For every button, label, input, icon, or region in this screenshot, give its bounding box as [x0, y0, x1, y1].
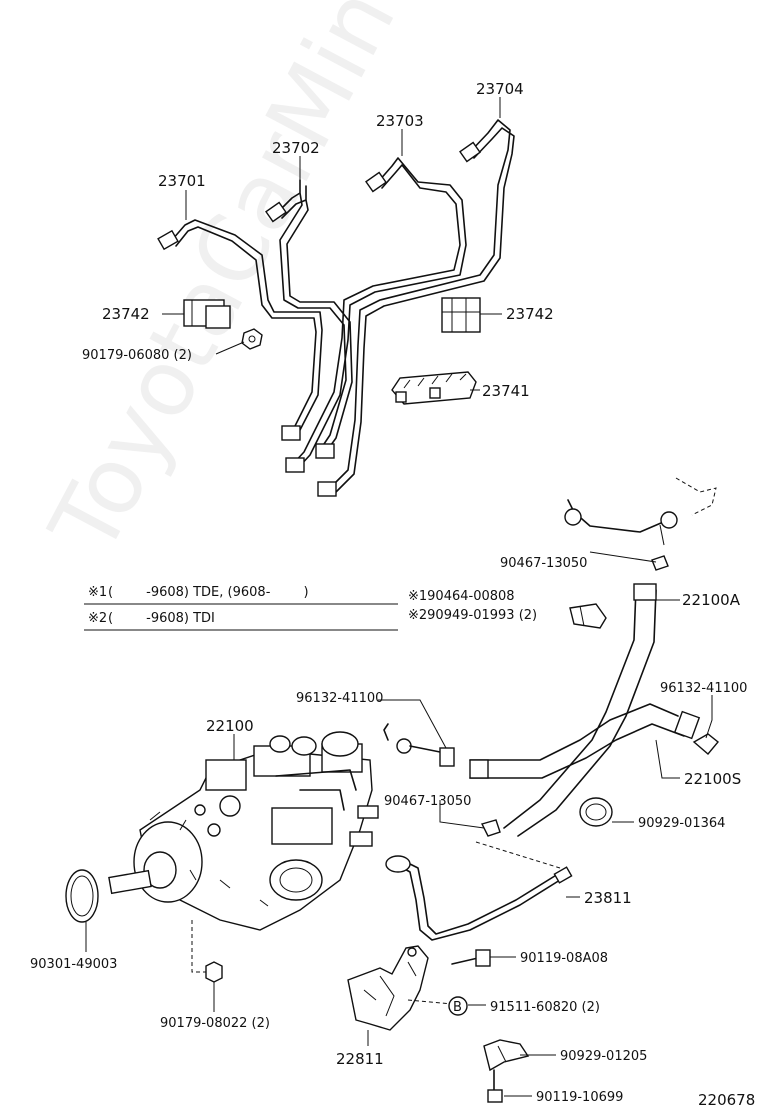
label-90119-10699[interactable]: 90119-10699	[536, 1090, 623, 1105]
label-96132-41100-right[interactable]: 96132-41100	[660, 681, 747, 696]
hose-22100S[interactable]	[469, 703, 701, 779]
sensor-90929-01205[interactable]	[483, 1039, 530, 1072]
note-1-mark: ※1	[88, 585, 107, 600]
clamp-23741[interactable]	[391, 371, 477, 405]
label-90179-08022[interactable]: 90179-08022 (2)	[160, 1016, 270, 1031]
label-90949-01993[interactable]: ※290949-01993 (2)	[408, 608, 537, 623]
label-23702[interactable]: 23702	[272, 139, 320, 157]
assembly-line-bracket	[407, 999, 453, 1005]
union-bolt-right[interactable]	[692, 733, 719, 755]
injection-pipe-23703[interactable]	[285, 157, 467, 473]
notes-block: ※1 ( -9608) TDE, (9608- ) ※2 ( -9608) TD…	[84, 585, 398, 631]
clamp-23742-left[interactable]	[183, 299, 231, 329]
label-22100[interactable]: 22100	[206, 717, 254, 735]
bolt-90119-08A08[interactable]	[451, 949, 491, 967]
clip-90949-01993[interactable]	[569, 603, 607, 629]
nut-90179-06080[interactable]	[241, 328, 263, 350]
label-23811[interactable]: 23811	[584, 889, 632, 907]
label-90179-06080[interactable]: 90179-06080 (2)	[82, 348, 192, 363]
label-90119-08A08[interactable]: 90119-08A08	[520, 951, 608, 966]
injection-pipe-23701[interactable]	[157, 219, 323, 441]
circle-b-marker	[448, 996, 468, 1016]
clip-90467-13050-mid[interactable]	[480, 819, 501, 837]
bolt-90119-10699[interactable]	[487, 1069, 503, 1103]
label-23704[interactable]: 23704	[476, 80, 524, 98]
union-bolt-left[interactable]	[383, 723, 455, 767]
note-1-text: ( -9608) TDE, (9608- )	[108, 585, 309, 600]
label-90464-00808[interactable]: ※190464-00808	[408, 589, 515, 604]
label-23742-left[interactable]: 23742	[102, 305, 150, 323]
part-labels: 23704 23703 23702 23701 23742 90179-0608…	[30, 80, 755, 1109]
label-96132-41100-left[interactable]: 96132-41100	[296, 691, 383, 706]
circle-b-letter: B	[453, 1000, 462, 1015]
label-22100A[interactable]: 22100A	[682, 591, 741, 609]
label-90929-01205[interactable]: 90929-01205	[560, 1049, 647, 1064]
label-23701[interactable]: 23701	[158, 172, 206, 190]
o-ring-90301-49003[interactable]	[65, 869, 99, 923]
label-22811[interactable]: 22811	[336, 1050, 384, 1068]
injection-pipe-23704[interactable]	[317, 119, 515, 497]
label-23703[interactable]: 23703	[376, 112, 424, 130]
assembly-line-leak-pipe	[475, 841, 561, 869]
injection-pump-22100[interactable]	[108, 731, 379, 931]
label-90929-01364[interactable]: 90929-01364	[638, 816, 725, 831]
leakage-pipe-23811[interactable]	[385, 855, 573, 941]
label-23742-right[interactable]: 23742	[506, 305, 554, 323]
label-91511-60820[interactable]: 91511-60820 (2)	[490, 1000, 600, 1015]
label-90467-13050-top[interactable]: 90467-13050	[500, 556, 587, 571]
hose-22100A[interactable]	[503, 583, 657, 837]
injection-pipe-23702[interactable]	[265, 179, 353, 459]
clamp-23742-right[interactable]	[441, 297, 481, 333]
assembly-line-nut	[191, 920, 206, 973]
clip-90467-13050-top[interactable]	[651, 555, 669, 571]
figure-id: 220678	[698, 1091, 755, 1109]
hose-bracket-top	[564, 477, 717, 546]
label-90467-13050-mid[interactable]: 90467-13050	[384, 794, 471, 809]
note-2-mark: ※2	[88, 611, 107, 626]
note-2-text: ( -9608) TDI	[108, 611, 215, 626]
nut-90179-08022[interactable]	[205, 961, 223, 983]
leader-lines	[85, 97, 713, 1097]
label-23741[interactable]: 23741	[482, 382, 530, 400]
bracket-22811[interactable]	[347, 945, 429, 1031]
label-22100S[interactable]: 22100S	[684, 770, 741, 788]
clamp-90929-01364[interactable]	[579, 797, 613, 827]
label-90301-49003[interactable]: 90301-49003	[30, 957, 117, 972]
